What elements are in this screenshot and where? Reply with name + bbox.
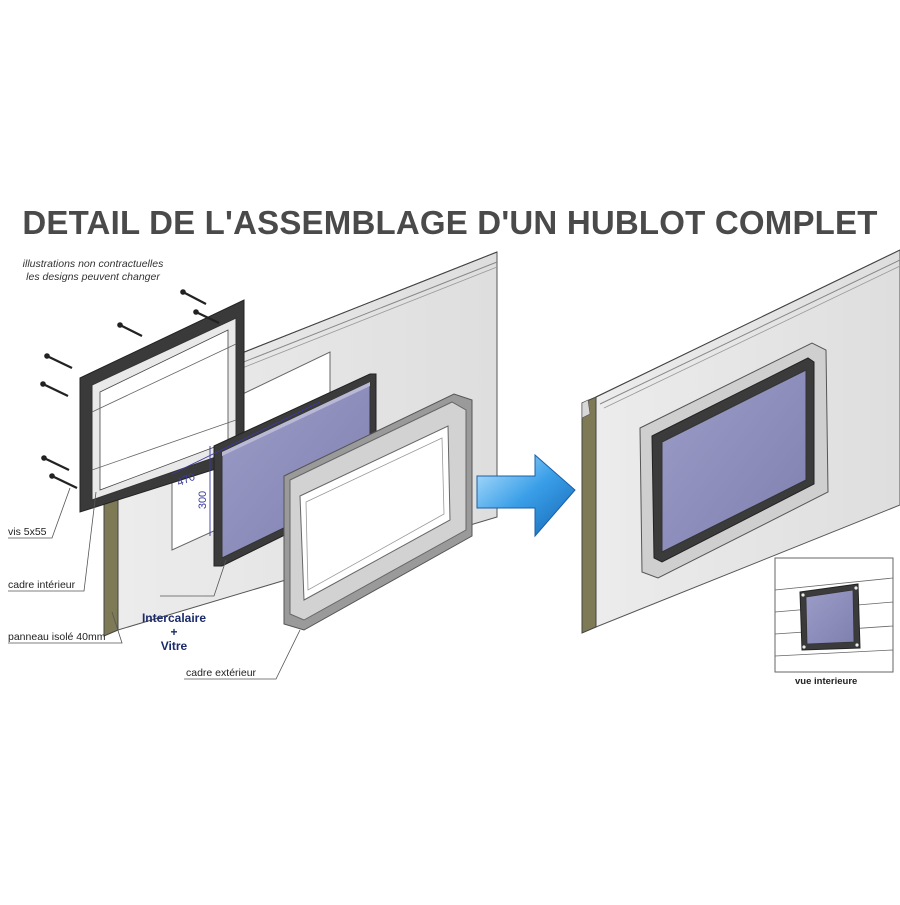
dimension-height: 300 xyxy=(197,490,210,510)
label-screws: vis 5x55 xyxy=(8,526,47,538)
arrow-right-icon xyxy=(476,453,576,538)
label-panel: panneau isolé 40mm xyxy=(8,631,106,643)
screw-icon xyxy=(193,309,220,324)
disclaimer-line-1: illustrations non contractuelles xyxy=(22,258,164,270)
screw-icon xyxy=(44,353,73,369)
inset-caption: vue interieure xyxy=(795,676,858,687)
label-spacer: Intercalaire xyxy=(141,611,207,625)
interior-view-inset xyxy=(774,557,894,673)
screw-icon xyxy=(117,322,143,337)
screw-icon xyxy=(41,455,70,471)
screws-group xyxy=(40,289,220,489)
label-inner-frame: cadre intérieur xyxy=(8,579,76,591)
label-spacer-glass: Intercalaire + Vitre xyxy=(134,611,214,653)
leader-lines xyxy=(8,487,301,680)
assembled-panel xyxy=(581,249,900,634)
outer-frame-drawing xyxy=(283,393,473,631)
disclaimer-note: illustrations non contractuelles les des… xyxy=(8,258,178,284)
page-title: DETAIL DE L'ASSEMBLAGE D'UN HUBLOT COMPL… xyxy=(22,204,878,241)
screw-icon xyxy=(40,381,69,397)
screw-icon xyxy=(49,473,78,489)
label-outer-frame: cadre extérieur xyxy=(186,667,257,679)
label-plus: + xyxy=(170,625,178,639)
screw-icon xyxy=(180,289,207,305)
dimension-lines xyxy=(171,401,321,536)
label-glass: Vitre xyxy=(160,639,188,653)
disclaimer-line-2: les designs peuvent changer xyxy=(26,271,160,283)
